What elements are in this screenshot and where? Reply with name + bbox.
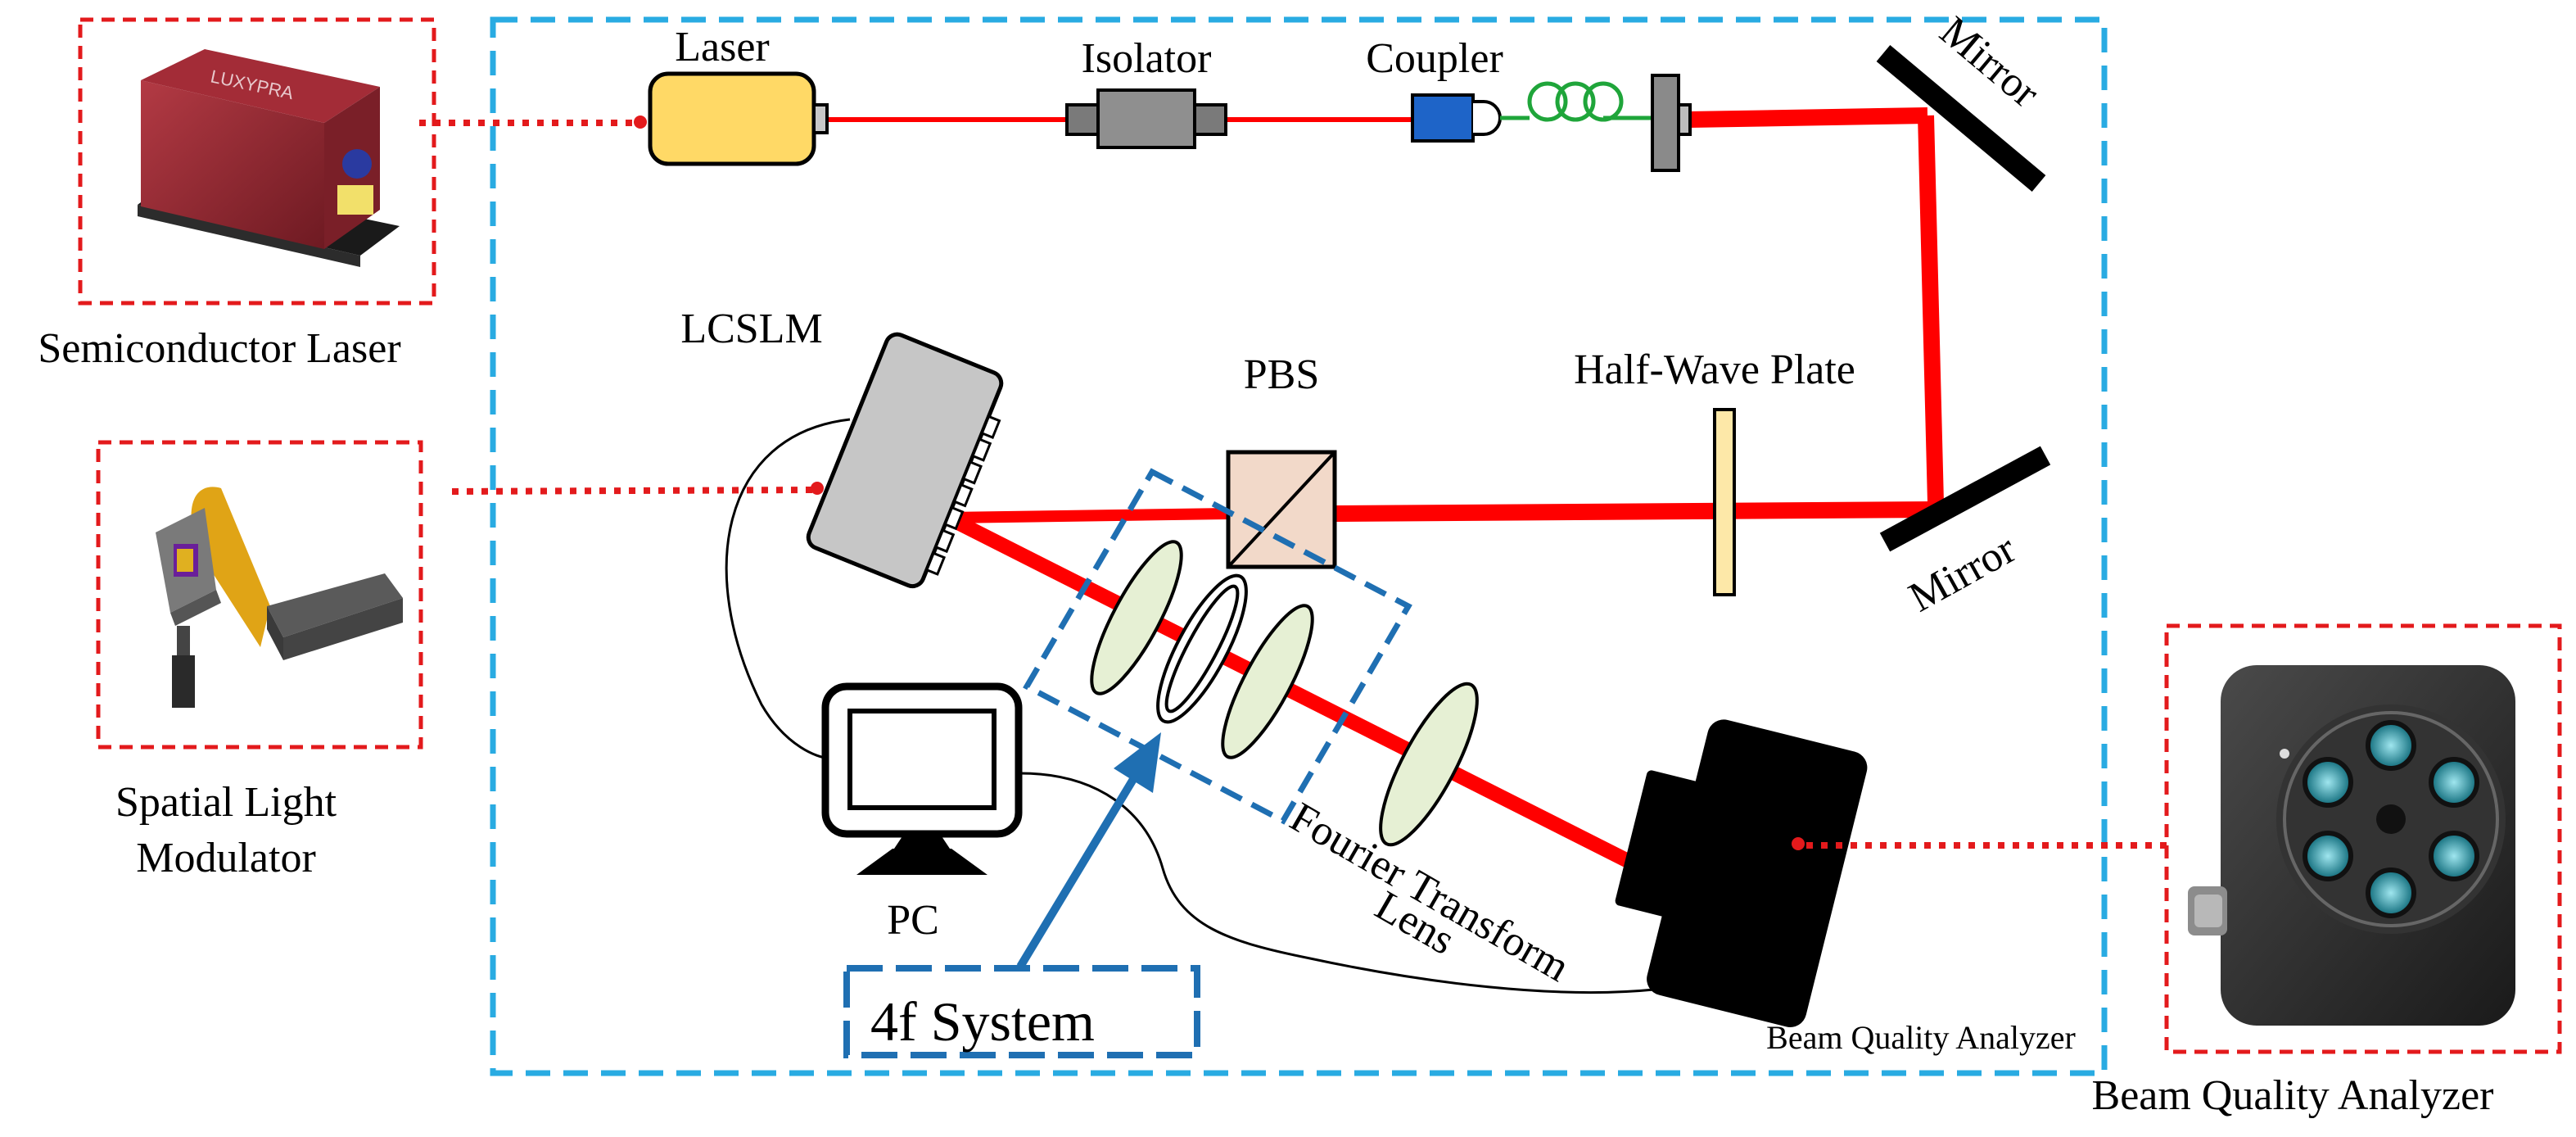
- coupler: [1411, 93, 1502, 143]
- bqa-inner-label: Beam Quality Analyzer: [1766, 1019, 2076, 1056]
- pc-label: PC: [887, 897, 939, 944]
- mirror-bottom-label: Mirror: [1901, 525, 2023, 621]
- four-f-label-box: [843, 965, 1200, 1058]
- laser-beam: [827, 107, 1944, 877]
- bqa-photo-frame: [2164, 623, 2562, 1054]
- four-f-enclosure: [1023, 468, 1412, 825]
- semiconductor-laser-label: Semiconductor Laser: [38, 325, 400, 372]
- slm-label-line1: Spatial Light: [115, 779, 337, 826]
- lcslm-label: LCSLM: [680, 306, 822, 352]
- semiconductor-laser-photo: LUXYPRA: [138, 49, 400, 267]
- four-f-label: 4f System: [870, 990, 1095, 1053]
- link-slm: [451, 487, 813, 495]
- slm-photo-frame: [96, 440, 423, 750]
- fiber-coil: [1500, 81, 1652, 122]
- fiber-collimator: [1651, 74, 1692, 172]
- semiconductor-laser-photo-frame: [78, 17, 436, 306]
- laser: [634, 71, 829, 166]
- mirror-top: [1876, 45, 2046, 192]
- pbs-label: PBS: [1244, 351, 1320, 398]
- coupler-label: Coupler: [1366, 35, 1503, 82]
- bqa-photo: [2188, 665, 2515, 1026]
- laser-label: Laser: [675, 24, 769, 70]
- half-wave-plate: [1713, 408, 1736, 596]
- isolator-label: Isolator: [1082, 35, 1212, 82]
- slm-photo: [156, 487, 403, 708]
- lcslm-device: [806, 332, 1004, 589]
- isolator: [1065, 88, 1227, 149]
- system-boundary: [490, 16, 2108, 1076]
- cable-lcslm-pc: [725, 418, 851, 759]
- four-f-lens-1: [1090, 540, 1183, 695]
- half-wave-plate-label: Half-Wave Plate: [1574, 347, 1855, 393]
- monitor-icon: [821, 682, 1023, 875]
- camera-icon: [1615, 719, 1868, 1027]
- fourier-transform-lens: [1379, 682, 1479, 847]
- slm-label-line2: Modulator: [136, 835, 316, 881]
- arrow-up-icon: [1016, 732, 1161, 969]
- four-f-aperture: [1156, 573, 1248, 724]
- mirror-bottom: [1879, 446, 2051, 552]
- pbs-cube: [1226, 450, 1337, 569]
- bqa-outer-label: Beam Quality Analyzer: [2092, 1072, 2494, 1119]
- four-f-lens-2: [1221, 604, 1314, 759]
